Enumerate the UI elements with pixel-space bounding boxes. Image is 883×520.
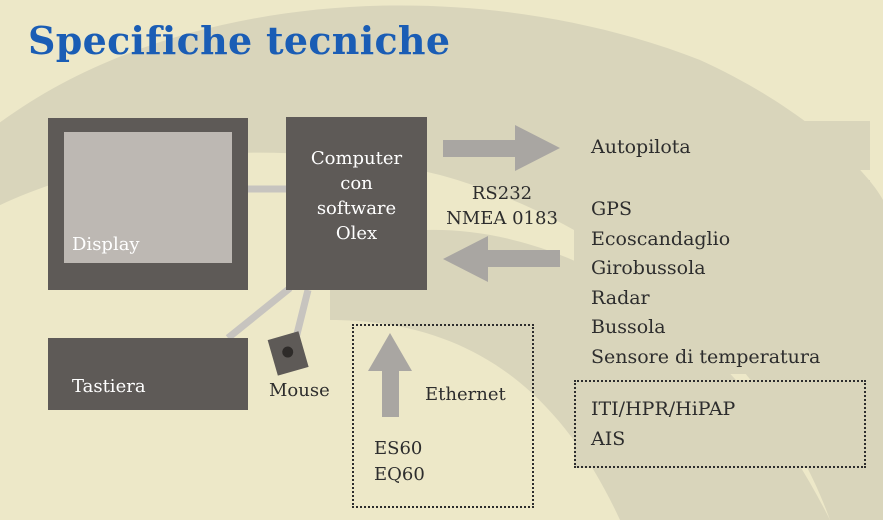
computer-label: Computer con software Olex xyxy=(286,146,427,246)
optional-input-group: ITI/HPR/HiPAP AIS xyxy=(574,380,866,468)
mouse-label: Mouse xyxy=(269,380,330,401)
display-device: Display xyxy=(48,118,248,290)
keyboard-label: Tastiera xyxy=(72,376,146,397)
optional-input-item: AIS xyxy=(591,428,626,450)
keyboard-device: Tastiera xyxy=(48,338,248,410)
input-item: Ecoscandaglio xyxy=(591,227,731,250)
serial-interface-line: NMEA 0183 xyxy=(446,208,558,229)
input-item: Sensore di temperatura xyxy=(591,345,821,368)
output-item: Autopilota xyxy=(591,136,691,158)
ethernet-label: Ethernet xyxy=(425,384,506,405)
sonar-label-line: EQ60 xyxy=(374,464,425,485)
computer-label-line: con xyxy=(340,173,373,194)
sonar-label: ES60 EQ60 xyxy=(374,436,425,488)
serial-interface-line: RS232 xyxy=(471,183,533,204)
display-label: Display xyxy=(72,234,140,255)
input-item: GPS xyxy=(591,198,632,220)
optional-input-list: ITI/HPR/HiPAP AIS xyxy=(591,394,735,454)
input-panel: GPS Ecoscandaglio Girobussola Radar Buss… xyxy=(574,180,870,374)
page-title: Specifiche tecniche xyxy=(28,18,451,63)
computer-device: Computer con software Olex xyxy=(286,117,427,290)
input-item: Radar xyxy=(591,286,650,309)
display-screen: Display xyxy=(64,132,232,263)
input-list: GPS Ecoscandaglio Girobussola Radar Buss… xyxy=(591,195,820,372)
mouse-computer-link xyxy=(292,289,312,339)
output-panel: Autopilota xyxy=(574,121,870,170)
computer-label-line: Computer xyxy=(310,148,403,169)
ethernet-group xyxy=(352,324,534,508)
computer-label-line: software xyxy=(316,198,397,219)
input-item: Girobussola xyxy=(591,257,706,279)
keyboard-computer-link xyxy=(225,285,293,341)
computer-label-line: Olex xyxy=(335,223,378,244)
serial-interface-label: RS232 NMEA 0183 xyxy=(440,181,564,231)
input-item: Bussola xyxy=(591,316,666,338)
optional-input-item: ITI/HPR/HiPAP xyxy=(591,398,736,420)
sonar-label-line: ES60 xyxy=(374,438,423,459)
